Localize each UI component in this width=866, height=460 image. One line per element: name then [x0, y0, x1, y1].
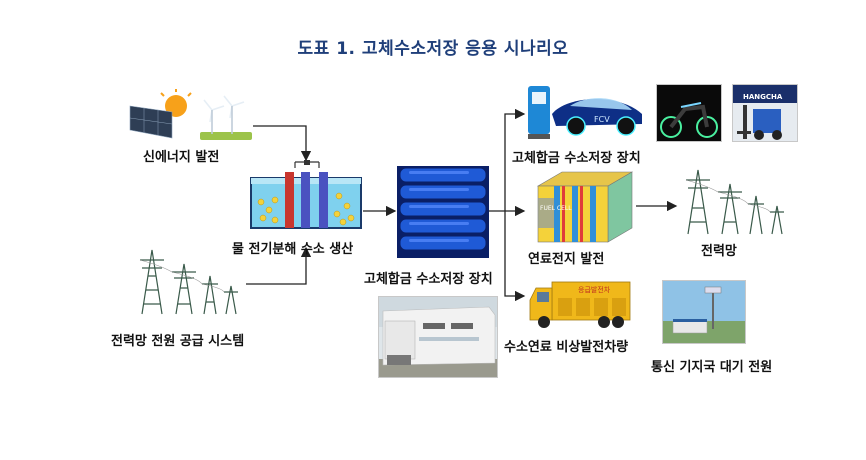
power-grid-pylons-icon [139, 249, 238, 315]
fuel-cell-stack-illustration: FUEL CELL [536, 171, 634, 243]
hangcha-forklift-photo: HANGCHA [732, 84, 798, 142]
grid-pylons-right-icon [685, 169, 784, 235]
storage-container-photo [378, 296, 498, 378]
electrolysis-label: 물 전기분해 수소 생산 [232, 242, 354, 257]
emergency-power-truck-icon: 응급발전차 [529, 281, 631, 328]
arrow-to-fcv [504, 108, 526, 211]
storage-top-label: 고체합금 수소저장 장치 [512, 151, 641, 166]
arrow-to-vehicle [504, 211, 526, 302]
arrow-renewable-to-electrolysis [253, 125, 312, 162]
grid-supply-label: 전력망 전원 공급 시스템 [111, 334, 245, 349]
truck-text: 응급발전차 [578, 285, 611, 294]
fuel-cell-text: FUEL CELL [540, 205, 572, 212]
storage-center-label: 고체합금 수소저장 장치 [364, 272, 493, 287]
fuel-cell-label: 연료전지 발전 [528, 252, 605, 267]
forklift-brand-text: HANGCHA [743, 93, 783, 101]
hydrogen-motorcycle-photo [656, 84, 722, 142]
emergency-vehicle-label: 수소연료 비상발전차량 [504, 340, 629, 355]
arrow-grid-to-electrolysis [246, 246, 312, 285]
telecom-station-photo [662, 280, 746, 344]
renewable-energy-icon [129, 89, 252, 140]
telecom-label: 통신 기지국 대기 전원 [651, 360, 773, 375]
fcv-text: FCV [594, 115, 610, 124]
electrolysis-tank-illustration [250, 160, 362, 229]
renewable-label: 신에너지 발전 [143, 150, 220, 165]
grid-out-label: 전력망 [701, 244, 737, 259]
hydrogen-storage-stack-illustration [397, 166, 489, 258]
diagram-title: 도표 1. 고체수소저장 응용 시나리오 [297, 39, 569, 59]
fcv-car-and-dispenser-icon: FCV [528, 86, 642, 139]
